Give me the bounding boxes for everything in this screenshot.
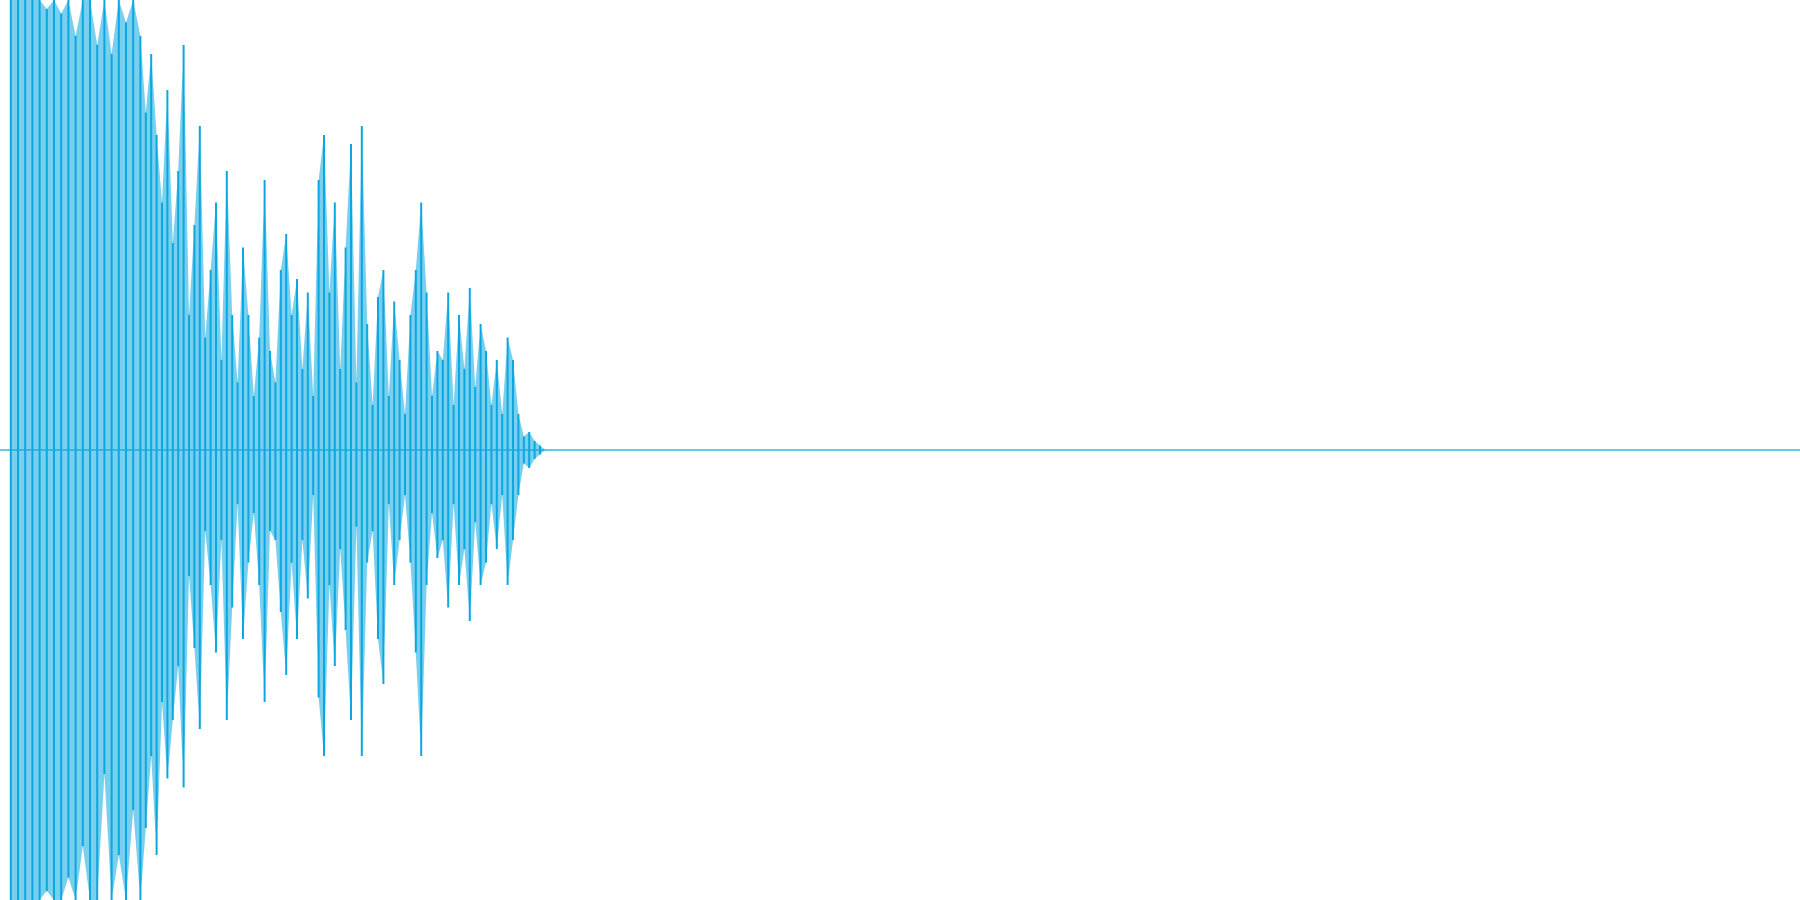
waveform-series — [9, 0, 546, 900]
waveform-envelope — [10, 0, 546, 900]
